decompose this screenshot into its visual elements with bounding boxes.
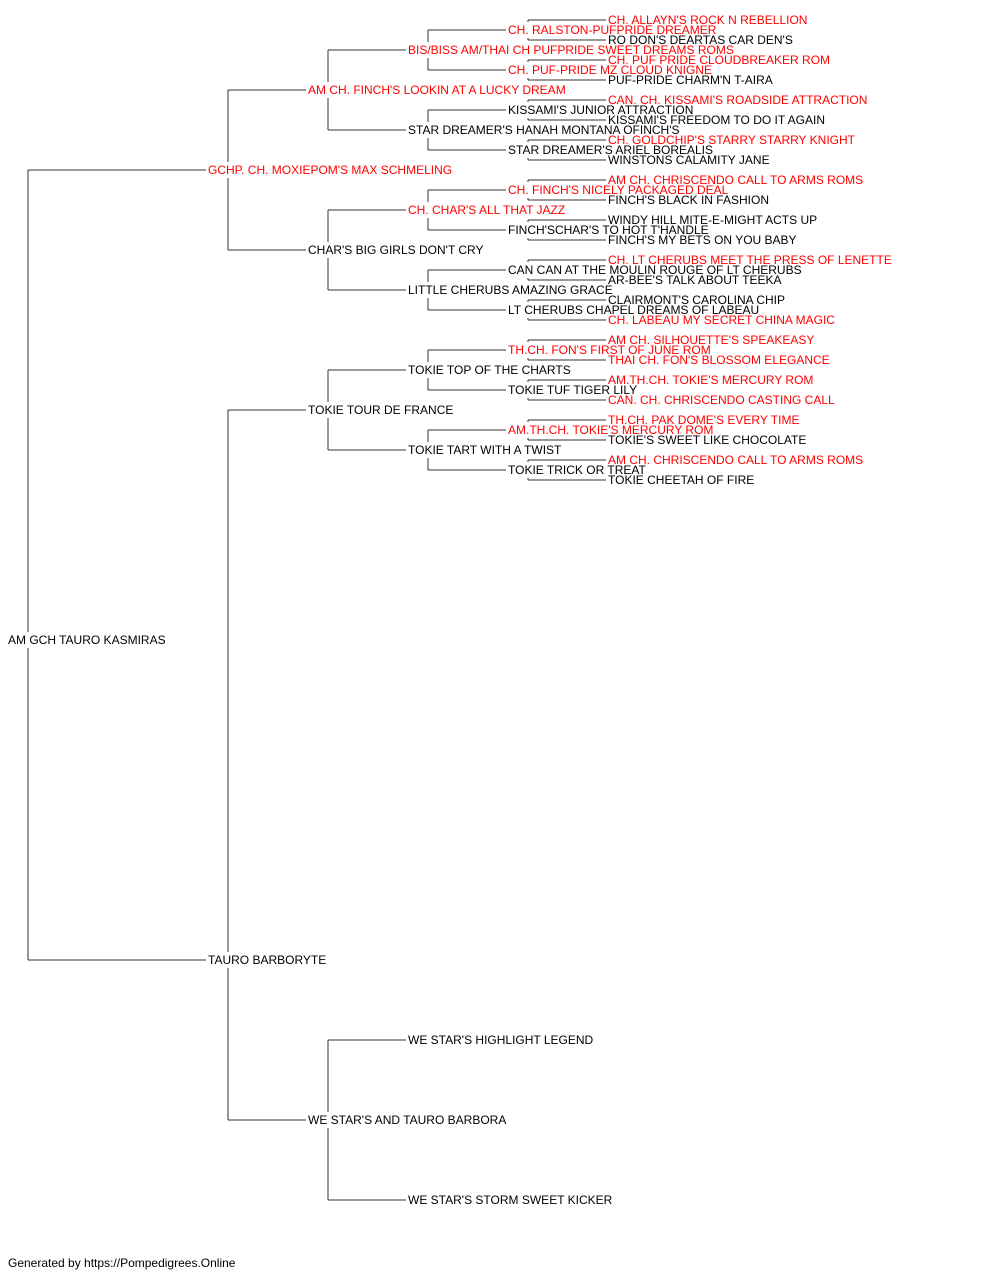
pedigree-name-gen5: FINCH'S BLACK IN FASHION xyxy=(608,193,769,207)
pedigree-name-gen4: KISSAMI'S JUNIOR ATTRACTION xyxy=(508,103,693,117)
pedigree-name-gen5: AM.TH.CH. TOKIE'S MERCURY ROM xyxy=(608,373,813,387)
pedigree-name-gen2: TOKIE TOUR DE FRANCE xyxy=(308,403,453,417)
pedigree-name-gen3: CH. CHAR'S ALL THAT JAZZ xyxy=(408,203,565,217)
pedigree-name-gen5: FINCH'S MY BETS ON YOU BABY xyxy=(608,233,797,247)
pedigree-name-gen5: WINSTONS CALAMITY JANE xyxy=(608,153,770,167)
pedigree-name-gen5: THAI CH. FON'S BLOSSOM ELEGANCE xyxy=(608,353,830,367)
footer-credit: Generated by https://Pompedigrees.Online xyxy=(8,1256,236,1270)
pedigree-name-gen4: CAN CAN AT THE MOULIN ROUGE OF LT CHERUB… xyxy=(508,263,802,277)
pedigree-name-gen4: FINCH'SCHAR'S TO HOT T'HANDLE xyxy=(508,223,709,237)
pedigree-name-gen3: LITTLE CHERUBS AMAZING GRACE xyxy=(408,283,613,297)
pedigree-name-gen4: TOKIE TUF TIGER LILY xyxy=(508,383,637,397)
pedigree-name-gen3: STAR DREAMER'S HANAH MONTANA OFINCH'S xyxy=(408,123,680,137)
pedigree-name-gen3: WE STAR'S HIGHLIGHT LEGEND xyxy=(408,1033,594,1047)
pedigree-name-gen2: AM CH. FINCH'S LOOKIN AT A LUCKY DREAM xyxy=(308,83,566,97)
pedigree-name-gen5: TOKIE CHEETAH OF FIRE xyxy=(608,473,754,487)
pedigree-name-gen5: AM CH. CHRISCENDO CALL TO ARMS ROMS xyxy=(608,453,863,467)
pedigree-name-gen5: PUF-PRIDE CHARM'N T-AIRA xyxy=(608,73,773,87)
pedigree-name-gen5: AM CH. CHRISCENDO CALL TO ARMS ROMS xyxy=(608,173,863,187)
pedigree-name-gen5: CH. GOLDCHIP'S STARRY STARRY KNIGHT xyxy=(608,133,856,147)
pedigree-name-gen5: RO DON'S DEARTAS CAR DEN'S xyxy=(608,33,793,47)
pedigree-name-gen4: CH. RALSTON-PUFPRIDE DREAMER xyxy=(508,23,717,37)
pedigree-name-gen1: TAURO BARBORYTE xyxy=(208,953,326,967)
pedigree-name-gen3: WE STAR'S STORM SWEET KICKER xyxy=(408,1193,613,1207)
pedigree-name-gen2: CHAR'S BIG GIRLS DON'T CRY xyxy=(308,243,484,257)
pedigree-name-gen5: CAN. CH. CHRISCENDO CASTING CALL xyxy=(608,393,835,407)
pedigree-name-gen0: AM GCH TAURO KASMIRAS xyxy=(8,633,166,647)
pedigree-name-gen5: TH.CH. PAK DOME'S EVERY TIME xyxy=(608,413,799,427)
pedigree-name-gen1: GCHP. CH. MOXIEPOM'S MAX SCHMELING xyxy=(208,163,452,177)
pedigree-name-gen2: WE STAR'S AND TAURO BARBORA xyxy=(308,1113,506,1127)
pedigree-name-gen5: CLAIRMONT'S CAROLINA CHIP xyxy=(608,293,785,307)
pedigree-name-gen5: CH. LT CHERUBS MEET THE PRESS OF LENETTE xyxy=(608,253,892,267)
pedigree-name-gen5: KISSAMI'S FREEDOM TO DO IT AGAIN xyxy=(608,113,825,127)
pedigree-name-gen4: AM.TH.CH. TOKIE'S MERCURY ROM xyxy=(508,423,713,437)
pedigree-name-gen5: TOKIE'S SWEET LIKE CHOCOLATE xyxy=(608,433,806,447)
pedigree-name-gen4: LT CHERUBS CHAPEL DREAMS OF LABEAU xyxy=(508,303,759,317)
pedigree-name-gen5: AR-BEE'S TALK ABOUT TEEKA xyxy=(608,273,781,287)
pedigree-name-gen5: CH. LABEAU MY SECRET CHINA MAGIC xyxy=(608,313,835,327)
pedigree-name-gen5: CH. ALLAYN'S ROCK N REBELLION xyxy=(608,13,807,27)
pedigree-name-gen3: TOKIE TART WITH A TWIST xyxy=(408,443,562,457)
pedigree-name-gen5: AM CH. SILHOUETTE'S SPEAKEASY xyxy=(608,333,814,347)
pedigree-name-gen4: TOKIE TRICK OR TREAT xyxy=(508,463,646,477)
pedigree-name-gen4: STAR DREAMER'S ARIEL BOREALIS xyxy=(508,143,713,157)
pedigree-name-gen4: CH. PUF-PRIDE MZ CLOUD KNIGNE xyxy=(508,63,712,77)
pedigree-name-gen3: BIS/BISS AM/THAI CH PUFPRIDE SWEET DREAM… xyxy=(408,43,734,57)
pedigree-name-gen4: TH.CH. FON'S FIRST OF JUNE ROM xyxy=(508,343,711,357)
pedigree-name-gen5: CAN. CH. KISSAMI'S ROADSIDE ATTRACTION xyxy=(608,93,867,107)
pedigree-name-gen3: TOKIE TOP OF THE CHARTS xyxy=(408,363,571,377)
pedigree-name-gen5: CH. PUF PRIDE CLOUDBREAKER ROM xyxy=(608,53,830,67)
pedigree-name-gen5: WINDY HILL MITE-E-MIGHT ACTS UP xyxy=(608,213,817,227)
pedigree-name-gen4: CH. FINCH'S NICELY PACKAGED DEAL xyxy=(508,183,729,197)
